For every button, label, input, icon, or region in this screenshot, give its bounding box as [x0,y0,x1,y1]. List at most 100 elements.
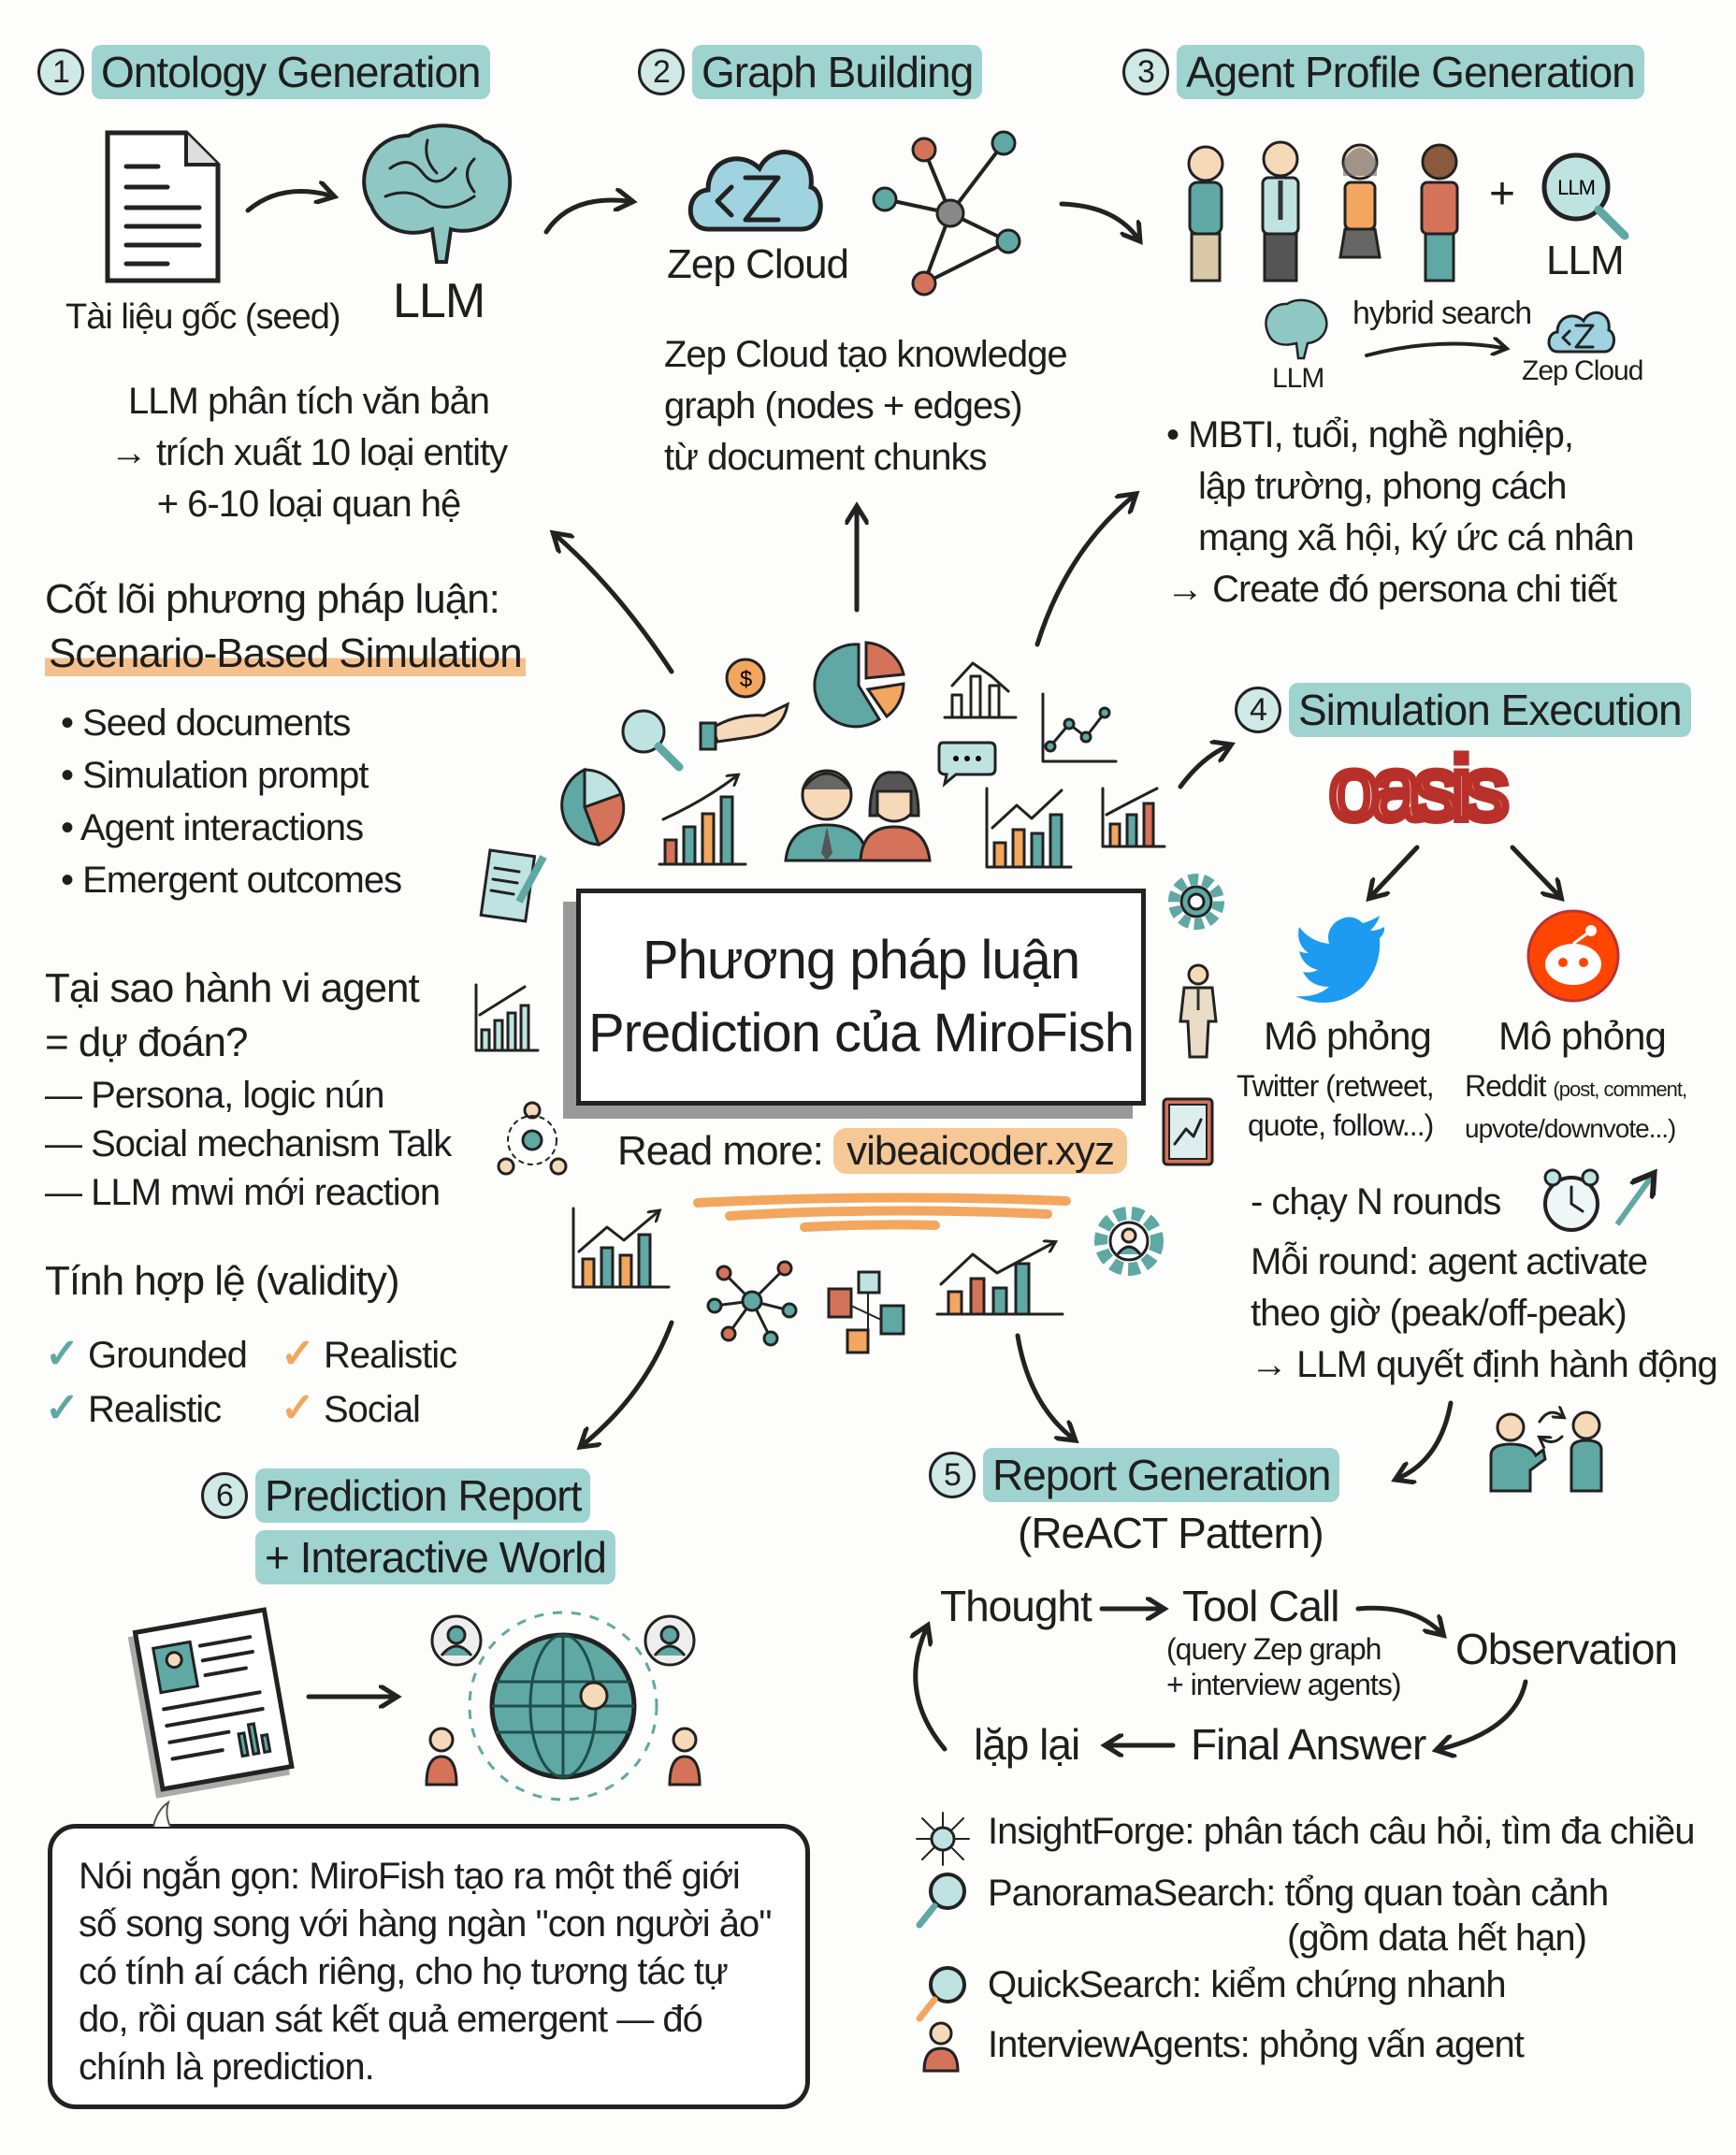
check-icon: ✓ [281,1385,315,1431]
validity-check: ✓ Social [281,1385,421,1431]
orange-scribble [693,1193,1071,1232]
twitter-sim-desc: Twitter (retweet,quote, follow...) [1237,1069,1435,1142]
tool-quicksearch: QuickSearch: kiểm chứng nhanh [988,1964,1507,2005]
svg-text:LLM: LLM [1557,176,1595,199]
why-section: Tại sao hành vi agent= dự đoán? [45,965,420,1065]
alarm-clock-icon [1543,1168,1599,1232]
arrow-icon [1059,201,1147,243]
tool-call-detail: (query Zep graph+ interview agents) [1166,1632,1401,1701]
react-tool-call: Tool Call [1182,1582,1339,1630]
brain-icon [362,123,513,264]
brain-icon [1265,298,1328,360]
step1-description: LLM phân tích văn bản→ trích xuất 10 loạ… [109,381,508,525]
gear-person-icon [1094,1207,1164,1276]
speech-tail [152,1800,171,1828]
growth-chart-icon [658,773,747,866]
check-icon: ✓ [45,1331,80,1377]
businessman-icon [1179,963,1218,1059]
business-people-icon [784,769,932,862]
trend-arrow-icon [1614,1166,1662,1226]
arrow-icon [245,182,338,213]
growth-chart-icon [935,1241,1064,1316]
person-icon [922,2021,960,2073]
conversation-icon [1489,1403,1603,1493]
bar-chart-icon [943,661,1018,719]
bar-chart-icon [985,787,1073,869]
arrow-icon [306,1684,402,1712]
tool-insightforge: InsightForge: phân tách câu hỏi, tìm đa … [988,1811,1695,1852]
core-section: Cốt lõi phương pháp luận:Scenario-Based … [45,572,526,681]
pie-chart-icon [813,641,905,729]
magnifier-icon [621,709,684,772]
react-final-answer: Final Answer [1191,1720,1426,1769]
reddit-sim-title: Mô phỏng [1498,1014,1667,1058]
chat-bubble-icon [937,741,997,788]
clipboard-icon [1162,1097,1214,1166]
bar-chart-icon [1101,787,1166,848]
plus-sign: + [1489,169,1515,219]
rounds-label: - chạy N rounds [1251,1181,1501,1222]
llm-magnifier-icon: LLM [1541,152,1629,240]
read-more-link[interactable]: vibeaicoder.xyz [833,1128,1127,1174]
why-items: — Persona, logic nún— Social mechanism T… [45,1075,452,1213]
svg-text:oasis: oasis [1329,739,1506,839]
arrow-icon [1365,337,1512,357]
reddit-sim-desc: Reddit (post, comment,upvote/downvote...… [1465,1069,1687,1143]
small-zep-cloud-label: Zep Cloud [1522,355,1643,386]
svg-text:$: $ [740,667,752,692]
zep-cloud-icon [687,150,823,232]
validity-check: ✓ Realistic [45,1385,222,1431]
react-thought: Thought [940,1582,1092,1630]
tool-interviewagents: InterviewAgents: phỏng vấn agent [988,2024,1525,2065]
step3-description: • MBTI, tuổi, nghề nghiệp,lập trường, ph… [1166,414,1634,610]
document-icon [105,130,221,283]
tool-panoramasearch: PanoramaSearch: tổng quan toàn cảnh(gồm … [988,1873,1609,1959]
network-icon [706,1260,798,1347]
core-bullets: • Seed documents• Simulation prompt• Age… [61,702,402,901]
line-chart-icon [1041,692,1118,763]
arrow-icon [543,190,636,235]
zep-cloud-label: Zep Cloud [667,241,849,287]
llm-label: LLM [393,274,485,328]
bar-chart-icon [474,983,540,1052]
reddit-icon [1526,909,1620,1003]
twitter-sim-title: Mô phỏng [1264,1014,1432,1058]
pie-chart-icon [560,767,626,846]
check-icon: ✓ [45,1385,80,1431]
validity-check: ✓ Grounded [45,1331,248,1377]
magnifier-icon [916,1873,966,1929]
check-icon: ✓ [281,1331,315,1377]
data-cubes-icon [827,1270,905,1354]
agents-group-icon [1187,140,1459,282]
validity-title: Tính hợp lệ (validity) [45,1258,400,1304]
magnifier-icon [916,1966,966,2022]
step5-subtitle: (ReACT Pattern) [1018,1509,1324,1557]
react-repeat: lặp lại [974,1720,1080,1769]
hybrid-search-label: hybrid search [1353,296,1532,331]
growth-chart-icon [571,1207,671,1289]
summary-speech-bubble: Nói ngắn gọn: MiroFish tạo ra một thế gi… [48,1824,810,2109]
people-network-icon [497,1101,568,1176]
llm-label: LLM [1546,238,1625,283]
seed-label: Tài liệu gốc (seed) [65,297,341,337]
network-icon [916,1812,970,1866]
dollar-hand-icon: $ [699,658,789,751]
graph-icon [872,130,1021,296]
read-more: Read more: vibeaicoder.xyz [617,1128,1127,1175]
scenario-subtitle: Scenario-Based Simulation [45,630,526,676]
step6-subtitle: + Interactive World [255,1530,615,1584]
oasis-logo: oasis [1325,735,1517,843]
notepad-icon [479,848,547,923]
validity-check: ✓ Realistic [281,1331,457,1377]
